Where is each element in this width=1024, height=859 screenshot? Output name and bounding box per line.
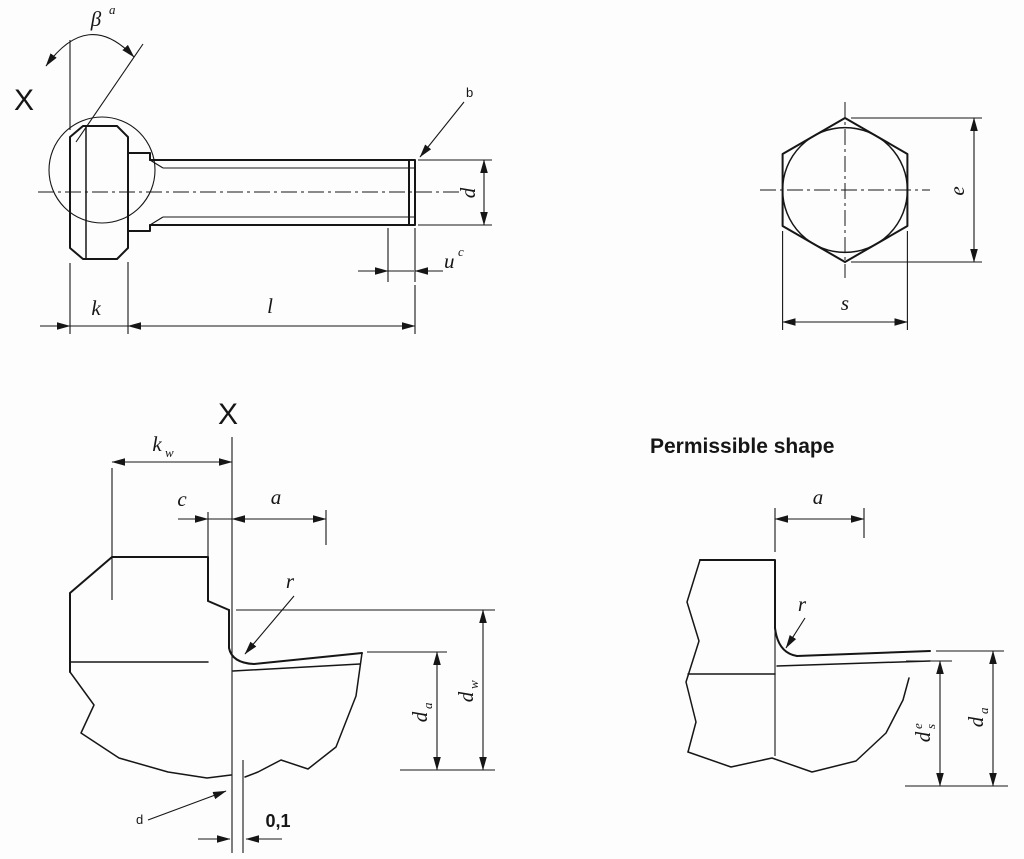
angle-arc: [45, 34, 135, 67]
kw-sub-label: w: [165, 445, 174, 460]
a-label: a: [271, 485, 282, 509]
inscribed-circle: [781, 126, 909, 254]
perm-r-label: r: [798, 592, 807, 616]
datum-leader: [147, 790, 227, 821]
d-dimension-label: d: [456, 187, 480, 198]
perm-a-label: a: [813, 485, 824, 509]
perm-a-extension-lines: [774, 508, 865, 552]
dw-sub-label: w: [466, 680, 481, 689]
svg-text:d: d: [911, 731, 935, 742]
permissible-title: Permissible shape: [650, 435, 834, 458]
thread-end-ref-label: b: [466, 85, 473, 100]
dw-dimension-label: d w: [454, 680, 481, 702]
detail-head-outline: [69, 556, 230, 673]
e-dimension-label: e: [945, 186, 969, 195]
perm-da-sub-label: a: [976, 707, 991, 714]
ds-sup-label: e: [910, 723, 925, 729]
perm-transition-upper: [796, 650, 931, 657]
shank-break-line: [244, 652, 363, 778]
washer-face-outline: [127, 152, 151, 232]
end-view: e s: [760, 102, 982, 330]
shank-outline: [149, 159, 416, 226]
kw-label: k: [152, 432, 162, 456]
detail-head-break-line: [69, 671, 232, 779]
perm-transition-lower: [776, 660, 931, 667]
da-extension-lines: [367, 651, 495, 771]
end-view-centerlines: [760, 102, 930, 278]
u-label: u: [444, 249, 455, 273]
side-view: X β a b d u c k l: [14, 2, 492, 334]
s-extension-lines: [782, 231, 908, 330]
u-sup-label: c: [458, 244, 464, 259]
angle-sup-label: a: [109, 2, 116, 17]
hexagon-outline: [781, 117, 909, 263]
r-leader: [244, 595, 295, 655]
thread-end-leader: [419, 101, 465, 158]
hex-head-outline: [69, 125, 129, 260]
thread-lines: [149, 159, 415, 226]
ds-sub-label: s: [923, 724, 938, 729]
perm-fillet: [774, 627, 798, 657]
c-label: c: [177, 487, 187, 511]
r-label: r: [286, 569, 295, 593]
detail-x-title: X: [218, 398, 238, 431]
transition-lower-line: [232, 663, 361, 672]
k-label: k: [91, 296, 101, 320]
offset-label: 0,1: [265, 811, 290, 831]
transition-upper-line: [253, 652, 363, 665]
svg-text:d: d: [408, 711, 432, 722]
svg-text:d: d: [456, 187, 480, 198]
da-sub-label: a: [420, 702, 435, 709]
detail-callout-label: X: [14, 84, 34, 117]
perm-da-dimension-label: d a: [964, 707, 991, 727]
perm-break-bottom: [687, 677, 910, 773]
perm-head-break-left: [685, 559, 701, 753]
detail-x-view: X k w c a r d a: [69, 398, 495, 853]
d-extension-lines: [418, 159, 492, 226]
datum-ref-label: d: [136, 812, 143, 827]
l-label: l: [267, 294, 273, 318]
angle-label: β: [90, 7, 102, 31]
u-extension-lines: [387, 228, 416, 282]
svg-text:d: d: [454, 691, 478, 702]
svg-text:d: d: [964, 716, 988, 727]
perm-r-leader: [785, 617, 806, 649]
e-extension-lines: [851, 117, 982, 263]
perm-head-outline: [699, 559, 776, 629]
detail-callout-circle: [48, 116, 156, 224]
s-label: s: [841, 291, 849, 315]
ds-dimension-label: d s e: [910, 723, 938, 742]
svg-text:e: e: [945, 186, 969, 195]
permissible-shape-view: Permissible shape a r d s e d a: [650, 435, 1008, 787]
washer-face-fillet: [228, 609, 255, 665]
kl-extension-lines: [69, 262, 416, 334]
da-dimension-label: d a: [408, 702, 435, 722]
